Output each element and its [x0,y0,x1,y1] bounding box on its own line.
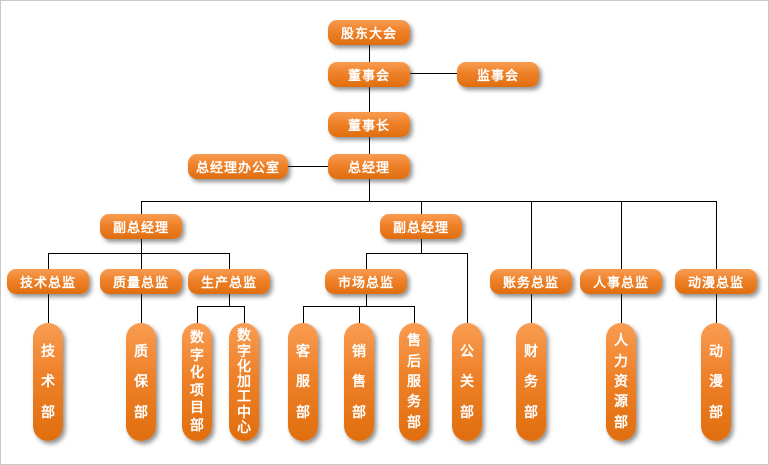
node-shareholders-meeting: 股东大会 [328,20,410,45]
connector-line [288,166,328,167]
connector-line [716,294,717,323]
node-accounting-director: 账务总监 [490,269,572,294]
connector-line [141,201,142,214]
connector-line [141,201,716,202]
connector-line [141,294,142,323]
node-hr-dept: 人力资源部 [606,323,636,441]
connector-line [369,179,370,201]
connector-line [197,306,198,323]
node-digital-processing-center: 数字化加工中心 [229,323,259,441]
node-anime-director: 动漫总监 [675,269,757,294]
node-tech-dept: 技术部 [33,323,63,441]
connector-line [359,306,360,323]
connector-line [369,45,370,62]
node-hr-director: 人事总监 [580,269,662,294]
connector-line [197,306,244,307]
node-sales-dept: 销售部 [344,323,374,441]
node-qa-dept: 质保部 [126,323,156,441]
node-deputy-gm-left: 副总经理 [100,214,182,239]
connector-line [229,294,230,306]
connector-line [369,87,370,112]
connector-line [141,239,142,253]
node-chairman: 董事长 [328,112,410,137]
node-production-director: 生产总监 [188,269,270,294]
connector-line [421,239,422,253]
connector-line [244,306,245,323]
node-supervisory-board: 监事会 [457,62,539,87]
connector-line [48,294,49,323]
connector-line [410,73,457,74]
connector-line [366,253,367,269]
connector-line [48,253,229,254]
connector-line [621,201,622,269]
connector-line [229,253,230,269]
connector-line [621,294,622,323]
node-digital-project-dept: 数字化项目部 [182,323,212,441]
node-deputy-gm-right: 副总经理 [380,214,462,239]
node-general-manager: 总经理 [328,154,410,179]
connector-line [531,201,532,269]
connector-line [366,253,467,254]
node-anime-dept: 动漫部 [701,323,731,441]
connector-line [467,253,468,323]
node-gm-office: 总经理办公室 [188,154,288,179]
node-quality-director: 质量总监 [100,269,182,294]
connector-line [414,306,415,323]
connector-line [369,137,370,154]
connector-line [421,201,422,214]
node-finance-dept: 财务部 [516,323,546,441]
connector-line [531,294,532,323]
connector-line [303,306,414,307]
node-after-sales-dept: 售后服务部 [399,323,429,441]
connector-line [303,306,304,323]
node-tech-director: 技术总监 [7,269,89,294]
connector-line [141,253,142,269]
node-board-of-directors: 董事会 [328,62,410,87]
node-customer-service-dept: 客服部 [288,323,318,441]
connector-line [48,253,49,269]
node-market-director: 市场总监 [325,269,407,294]
connector-line [366,294,367,306]
node-pr-dept: 公关部 [452,323,482,441]
connector-line [716,201,717,269]
